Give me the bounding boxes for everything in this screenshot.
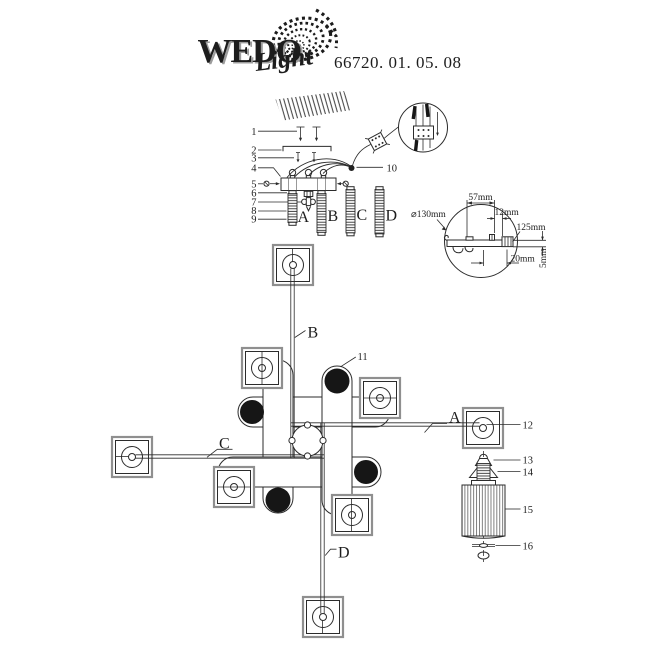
callout-8: 8 xyxy=(251,206,256,217)
callout-10: 10 xyxy=(387,164,398,175)
callout-14: 14 xyxy=(523,468,534,479)
side-screw-left-icon xyxy=(263,180,280,187)
washer-ring-part xyxy=(472,543,495,560)
lamp-head-upper-left xyxy=(240,346,284,390)
callout-7: 7 xyxy=(251,198,256,209)
shade-left-top-view xyxy=(240,400,264,424)
shade-lower-top-view xyxy=(265,487,291,513)
callout-16: 16 xyxy=(523,542,534,553)
lamp-head-right xyxy=(461,406,505,450)
parts-column: 13 14 15 16 xyxy=(461,451,534,562)
canopy-dimension-detail: 57mm 12mm 125mm 20mm 5mm ⌀130mm xyxy=(411,193,549,278)
arm-b xyxy=(290,248,295,459)
hook-ring-icon xyxy=(319,168,328,179)
peacock-fan-icon xyxy=(271,8,338,62)
rod-b-label: B xyxy=(328,208,339,225)
hook-ring-icon xyxy=(288,168,297,179)
hex-nut-icon xyxy=(303,190,314,198)
callout-3: 3 xyxy=(251,154,256,165)
rod-c-label: C xyxy=(357,207,368,224)
canopy-plate xyxy=(280,177,337,191)
callout-2: 2 xyxy=(251,146,256,157)
arm-a xyxy=(290,422,480,427)
lamp-head-left xyxy=(110,435,154,479)
dim-57mm: 57mm xyxy=(468,193,493,203)
brand-text: WEDO xyxy=(198,33,302,70)
mounting-hardware xyxy=(282,126,332,163)
brand-text-shadow: WEDO xyxy=(200,35,304,72)
arm-hub-knot xyxy=(348,165,355,171)
shade-right-top-view xyxy=(354,460,378,484)
callout-12: 12 xyxy=(523,421,534,432)
wire xyxy=(383,125,401,139)
wiring-detail-circle xyxy=(398,102,448,153)
arm-c-label: C xyxy=(219,436,230,453)
ceiling-hatch xyxy=(275,91,352,121)
hook-ring-icon xyxy=(304,168,313,179)
rod-d xyxy=(374,186,385,238)
fixture-plan-view: B C A D 11 12 xyxy=(110,243,534,639)
lamp-head-bottom xyxy=(301,595,345,639)
mount-screw-icon xyxy=(296,126,305,142)
callout-1: 1 xyxy=(251,127,256,138)
callout-13: 13 xyxy=(523,456,534,467)
lamp-head-upper-right xyxy=(358,376,402,420)
terminal-block-icon xyxy=(365,129,390,154)
model-number: 66720. 01. 05. 08 xyxy=(334,53,462,72)
arm-a-label: A xyxy=(449,410,461,427)
lamp-socket-part xyxy=(468,463,499,481)
dim-125mm: 125mm xyxy=(517,223,547,233)
wing-nut-icon xyxy=(301,197,316,212)
small-screw-icon xyxy=(296,152,300,163)
rod-a-label: A xyxy=(298,209,310,226)
power-wiring xyxy=(352,102,448,166)
mount-screw-icon xyxy=(312,126,321,142)
callout-11: 11 xyxy=(358,352,368,363)
assembly-callout-leaders xyxy=(258,130,383,220)
callout-15: 15 xyxy=(523,505,534,516)
rod-a xyxy=(287,190,298,226)
center-hub xyxy=(288,421,327,460)
arm-b-label: B xyxy=(308,325,319,342)
shade-part xyxy=(461,480,506,539)
dim-diameter: ⌀130mm xyxy=(411,210,446,220)
brand-logo: WEDO WEDO Light 66720. 01. 05. 08 xyxy=(198,8,462,77)
rod-d-label: D xyxy=(386,208,398,225)
dim-20mm: 20mm xyxy=(511,255,536,265)
rod-b xyxy=(316,190,327,236)
wire xyxy=(352,144,371,166)
rod-c xyxy=(345,186,356,237)
arm-c xyxy=(115,454,325,459)
dim-12mm: 12mm xyxy=(495,208,520,218)
callout-5: 5 xyxy=(251,180,256,191)
mounting-bracket xyxy=(282,145,332,152)
callout-4: 4 xyxy=(251,164,257,175)
ceiling-surface xyxy=(275,91,352,121)
side-screw-right-icon xyxy=(336,180,349,187)
arm-d-label: D xyxy=(338,545,350,562)
callout-9: 9 xyxy=(251,215,256,226)
dim-5mm: 5mm xyxy=(539,248,549,268)
lamp-head-top xyxy=(271,243,315,287)
shade-upper-top-view xyxy=(324,368,350,394)
brand-script-text: Light xyxy=(252,41,315,77)
parts-callouts: 13 14 15 16 xyxy=(493,456,534,553)
plan-labels: B C A D 11 12 xyxy=(206,325,534,562)
threaded-rods: A B C D xyxy=(287,186,398,238)
callout-6: 6 xyxy=(251,189,256,200)
arm-d xyxy=(320,422,325,634)
detail-circle xyxy=(444,204,518,278)
canopy-plate-side-view xyxy=(263,168,349,212)
lamp-head-lower-right xyxy=(330,493,374,537)
lamp-head-lower-left xyxy=(212,465,256,509)
assembly-callouts: 1 2 3 4 5 6 7 8 9 10 xyxy=(251,127,397,226)
